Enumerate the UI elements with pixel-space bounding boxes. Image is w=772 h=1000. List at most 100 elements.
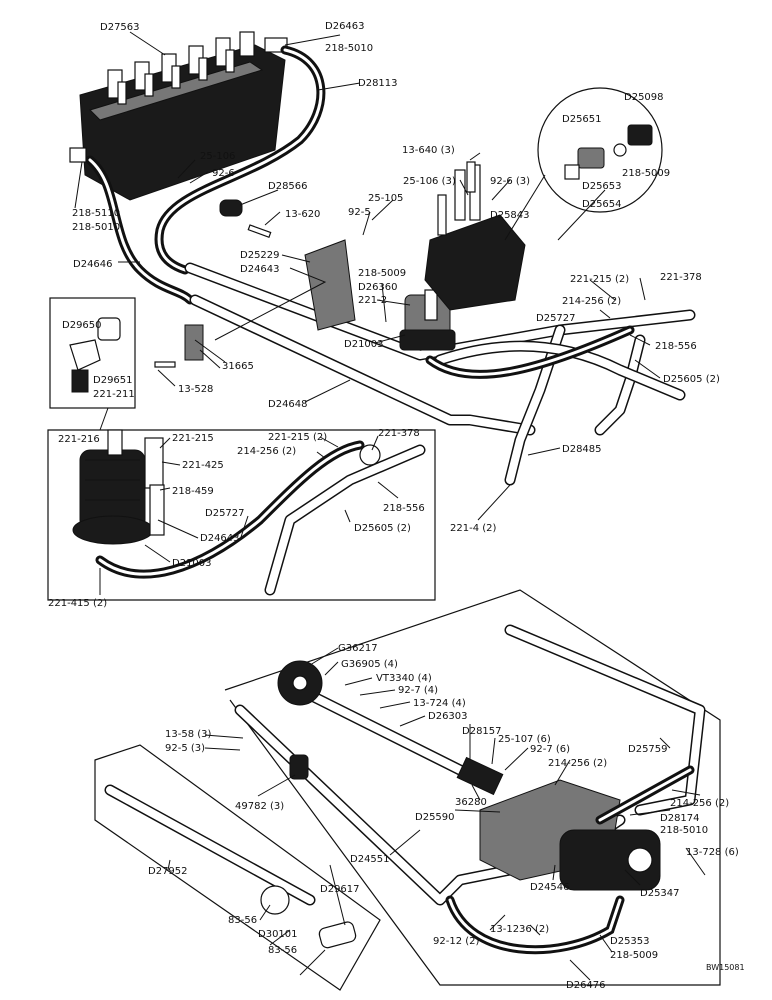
label-d25605-2-inset: D25605 (2)	[354, 523, 411, 534]
label-92-5-3: 92-5 (3)	[165, 743, 205, 754]
label-13-724-4: 13-724 (4)	[413, 698, 466, 709]
label-221-378-top: 221-378	[660, 272, 702, 283]
label-221-4-2: 221-4 (2)	[450, 523, 497, 534]
splined-shaft-d27952	[104, 784, 316, 906]
label-d29650: D29650	[62, 320, 102, 331]
label-218-5009-bot: 218-5009	[610, 950, 658, 961]
label-d25353: D25353	[610, 936, 650, 947]
label-92-7-4: 92-7 (4)	[398, 685, 438, 696]
label-214-256-2-bot1: 214-256 (2)	[548, 758, 607, 769]
lower-assembly-frame	[224, 589, 721, 986]
coupler-d30101	[260, 885, 290, 915]
filter-assembly-top	[399, 289, 456, 351]
label-92-12-2: 92-12 (2)	[433, 936, 480, 947]
label-d28113: D28113	[358, 78, 398, 89]
label-d27952: D27952	[148, 866, 188, 877]
fitting-detail-parts	[564, 124, 653, 180]
label-214-256-2-top: 214-256 (2)	[562, 296, 621, 307]
label-13-1236-2: 13-1236 (2)	[490, 924, 549, 935]
label-218-5009-inset: 218-5009	[622, 168, 670, 179]
label-218-5010-top: 218-5010	[325, 43, 373, 54]
label-g36905-4: G36905 (4)	[341, 659, 398, 670]
label-221-216: 221-216	[58, 434, 100, 445]
diagram-code: BW15081	[706, 963, 745, 972]
label-d28157: D28157	[462, 726, 502, 737]
clamp-d28566	[219, 199, 243, 217]
label-25-105: 25-105	[368, 193, 403, 204]
label-31665: 31665	[222, 361, 254, 372]
label-25-106: 25-106	[200, 151, 235, 162]
label-218-5010-left: 218-5010	[72, 222, 120, 233]
label-d24646: D24646	[73, 259, 113, 270]
label-d28566: D28566	[268, 181, 308, 192]
label-218-5110: 218-5110	[72, 208, 120, 219]
label-218-5009: 218-5009	[358, 268, 406, 279]
elbow-221-378	[359, 444, 381, 466]
label-218-459: 218-459	[172, 486, 214, 497]
part-labels: D27563 D26463 218-5010 D28113 25-106 92-…	[48, 21, 745, 991]
label-d25727-top: D25727	[536, 313, 576, 324]
label-d21003-inset: D21003	[172, 558, 212, 569]
label-d25759: D25759	[628, 744, 668, 755]
bolt-13-528	[154, 361, 176, 368]
bolt-13-620	[247, 224, 272, 238]
coupling-d29617	[318, 921, 357, 949]
label-13-58-3: 13-58 (3)	[165, 729, 212, 740]
label-49782-3: 49782 (3)	[235, 801, 284, 812]
label-d24643-top: D24643	[240, 264, 280, 275]
shaft-inset-frame	[94, 744, 381, 991]
label-25-106-3: 25-106 (3)	[403, 176, 456, 187]
label-d29651: D29651	[93, 375, 133, 386]
label-d27563: D27563	[100, 22, 140, 33]
label-214-256-2-bot2: 214-256 (2)	[670, 798, 729, 809]
label-13-528: 13-528	[178, 384, 213, 395]
bolt-13-640	[466, 161, 476, 193]
label-221-378-inset: 221-378	[378, 428, 420, 439]
label-d26303: D26303	[428, 711, 468, 722]
label-vt3340-4: VT3340 (4)	[376, 673, 432, 684]
label-83-56-b: 83-56	[268, 945, 297, 956]
label-d29617: D29617	[320, 884, 360, 895]
label-36280: 36280	[455, 797, 487, 808]
oil-filter	[72, 429, 165, 545]
label-221-2: 221-2	[358, 295, 387, 306]
label-92-6-3: 92-6 (3)	[490, 176, 530, 187]
label-221-211: 221-211	[93, 389, 135, 400]
filter-inset-frame	[47, 429, 436, 601]
label-13-728-6: 13-728 (6)	[686, 847, 739, 858]
label-d28485: D28485	[562, 444, 602, 455]
label-d25654: D25654	[582, 199, 622, 210]
leader-lines	[74, 31, 706, 981]
label-d26463: D26463	[325, 21, 365, 32]
label-d25229: D25229	[240, 250, 280, 261]
label-221-415-2: 221-415 (2)	[48, 598, 107, 609]
label-221-215: 221-215	[172, 433, 214, 444]
label-218-5010-bot: 218-5010	[660, 825, 708, 836]
label-d25605-2-top: D25605 (2)	[663, 374, 720, 385]
label-92-6: 92-6	[212, 168, 235, 179]
label-d25651: D25651	[562, 114, 602, 125]
label-214-256-2-inset: 214-256 (2)	[237, 446, 296, 457]
inset-fittings-box	[49, 297, 136, 409]
label-83-56-a: 83-56	[228, 915, 257, 926]
label-g36217: G36217	[338, 643, 378, 654]
label-d26360: D26360	[358, 282, 398, 293]
label-d25590: D25590	[415, 812, 455, 823]
label-25-107-6: 25-107 (6)	[498, 734, 551, 745]
hydraulic-pump	[479, 779, 661, 891]
label-221-425: 221-425	[182, 460, 224, 471]
coupling-36280	[456, 756, 504, 796]
label-d25843: D25843	[490, 210, 530, 221]
label-d26476: D26476	[566, 980, 606, 991]
label-d24643-inset: D24643	[200, 533, 240, 544]
label-92-5: 92-5	[348, 207, 371, 218]
label-d25653: D25653	[582, 181, 622, 192]
label-218-556-inset: 218-556	[383, 503, 425, 514]
inset-fittings-parts	[69, 317, 121, 393]
label-92-7-6: 92-7 (6)	[530, 744, 570, 755]
label-218-556-top: 218-556	[655, 341, 697, 352]
plate-31665	[184, 324, 204, 361]
label-d28174: D28174	[660, 813, 700, 824]
label-d25098: D25098	[624, 92, 664, 103]
